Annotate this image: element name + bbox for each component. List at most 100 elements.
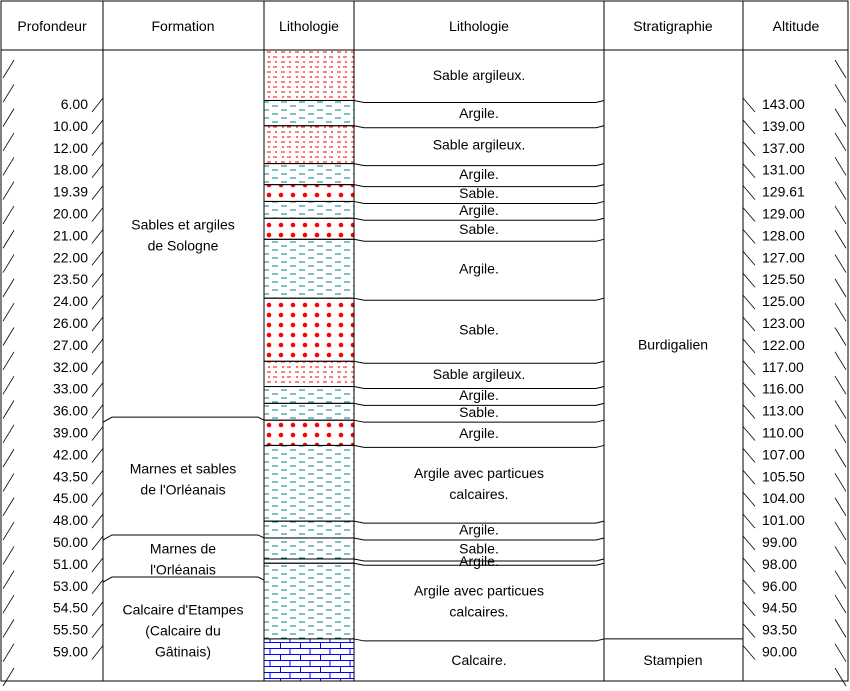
altitude-leader <box>742 338 756 354</box>
lithology-boundary <box>353 297 605 301</box>
depth-leader <box>91 491 104 507</box>
lithology-label: Argile. <box>459 202 499 218</box>
formation-label: de Sologne <box>148 238 219 254</box>
lithology-label: Sable argileux. <box>433 366 526 382</box>
lithology-layer <box>263 217 355 240</box>
lithology-layer <box>263 402 355 421</box>
lithology-boundary <box>353 163 605 167</box>
altitude-value: 123.00 <box>762 315 805 331</box>
depth-leader <box>91 426 104 441</box>
header-stratigraphy: Stratigraphie <box>633 18 713 34</box>
lithology-label: Calcaire. <box>451 652 506 668</box>
altitude-leader <box>834 375 847 395</box>
altitude-value: 137.00 <box>762 140 805 156</box>
depth-leader <box>2 424 15 444</box>
depth-leader <box>91 163 104 178</box>
lithology-layer <box>263 297 355 362</box>
depth-leader <box>2 667 15 687</box>
lithology-boundary <box>353 99 605 103</box>
altitude-leader <box>834 205 847 225</box>
depth-value: 27.00 <box>53 337 88 353</box>
depth-value: 51.00 <box>53 556 88 572</box>
altitude-leader <box>742 404 756 419</box>
depth-leader <box>91 272 104 288</box>
depth-leader <box>2 230 15 249</box>
altitude-leader <box>834 132 847 152</box>
altitude-value: 104.00 <box>762 490 805 506</box>
depth-value: 6.00 <box>61 96 88 112</box>
altitude-leader <box>834 181 847 200</box>
lithology-label: Argile. <box>459 522 499 538</box>
depth-leader <box>91 623 104 638</box>
lithology-boundary <box>353 200 605 204</box>
formation-label: Gâtinais) <box>155 644 211 660</box>
lithology-label: calcaires. <box>449 486 508 502</box>
altitude-leader <box>742 448 756 463</box>
depth-leader <box>91 97 104 113</box>
altitude-leader <box>742 141 756 157</box>
lithology-layer <box>263 238 355 299</box>
depth-value: 12.00 <box>53 140 88 156</box>
depth-leader <box>2 108 15 127</box>
lithology-layer <box>263 520 355 539</box>
altitude-value: 93.50 <box>762 622 797 638</box>
lithology-label: Sable. <box>459 540 499 556</box>
altitude-value: 129.00 <box>762 206 805 222</box>
depth-leader <box>91 316 104 332</box>
altitude-value: 101.00 <box>762 512 805 528</box>
depth-leader <box>91 535 104 551</box>
altitude-leader <box>834 473 847 492</box>
altitude-value: 131.00 <box>762 162 805 178</box>
lithology-label: Argile. <box>459 553 499 569</box>
altitude-leader <box>742 119 756 135</box>
lithology-label: Argile. <box>459 387 499 403</box>
altitude-leader <box>742 272 756 288</box>
lithology-label: Argile avec particues <box>414 465 544 481</box>
formation-label: Marnes et sables <box>130 461 237 477</box>
altitude-leader <box>834 351 847 371</box>
lithology-boundary <box>353 360 605 364</box>
depth-value: 50.00 <box>53 534 88 550</box>
altitude-value: 125.00 <box>762 293 805 309</box>
depth-value: 53.00 <box>53 578 88 594</box>
altitude-leader <box>742 163 756 178</box>
depth-leader <box>2 84 15 103</box>
depth-value: 10.00 <box>53 118 88 134</box>
depth-leader <box>2 278 15 298</box>
altitude-value: 99.00 <box>762 534 797 550</box>
lithology-boundary <box>353 562 605 566</box>
altitude-leader <box>742 294 756 310</box>
altitude-value: 143.00 <box>762 96 805 112</box>
depth-value: 23.50 <box>53 271 88 287</box>
altitude-leader <box>742 557 756 573</box>
altitude-leader <box>834 278 847 298</box>
altitude-value: 116.00 <box>762 381 804 397</box>
lithology-label: Argile. <box>459 261 499 277</box>
altitude-leader <box>834 108 847 127</box>
depth-leader <box>2 497 15 516</box>
depth-leader <box>91 404 104 419</box>
formation-boundary <box>102 534 265 541</box>
depth-leader <box>2 521 15 541</box>
depth-value: 55.50 <box>53 622 88 638</box>
lithology-layer <box>263 200 355 219</box>
altitude-value: 98.00 <box>762 556 797 572</box>
altitude-value: 110.00 <box>762 425 804 441</box>
depth-value: 19.39 <box>53 184 88 200</box>
altitude-leader <box>834 230 847 249</box>
lithology-layer <box>263 444 355 522</box>
depth-leader <box>2 327 15 346</box>
lithology-label: Sable. <box>459 322 499 338</box>
altitude-value: 139.00 <box>762 118 805 134</box>
altitude-leader <box>742 382 756 397</box>
lithology-label: Argile. <box>459 166 499 182</box>
lithology-label: Argile avec particues <box>414 583 544 599</box>
lithology-label: Argile. <box>459 425 499 441</box>
depth-column: 6.0010.0012.0018.0019.3920.0021.0022.002… <box>2 59 104 687</box>
altitude-leader <box>834 667 847 687</box>
altitude-leader <box>742 491 756 507</box>
